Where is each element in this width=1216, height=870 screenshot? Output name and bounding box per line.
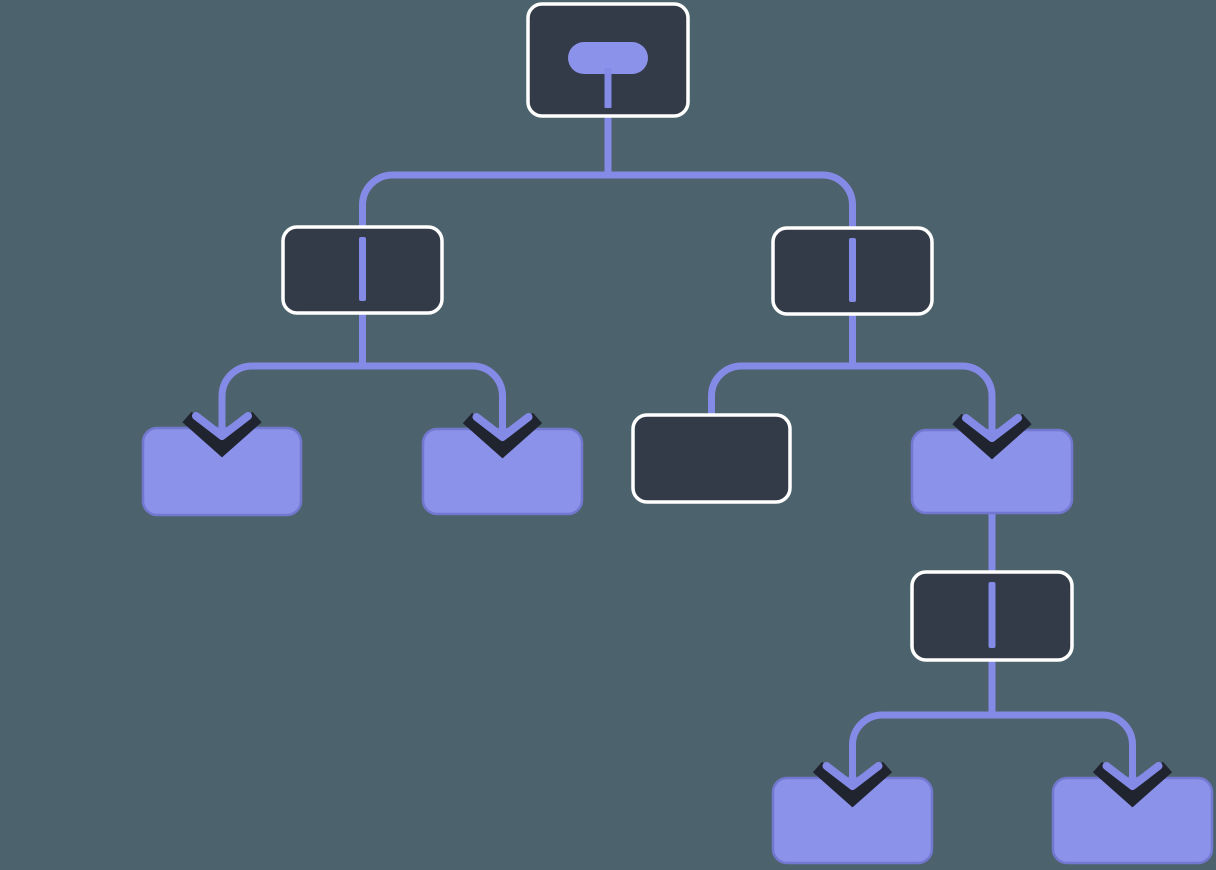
vertical-line-decoration xyxy=(359,237,366,301)
arrow-chevron-purple xyxy=(1102,762,1163,790)
arrow-chevron-dark xyxy=(952,413,1032,460)
vertical-line-decoration xyxy=(849,238,856,302)
arrow-down-icon xyxy=(812,746,893,808)
edge-root-branch-right xyxy=(604,116,856,230)
arrow-chevron-dark xyxy=(812,761,893,808)
node-box-dark[interactable] xyxy=(631,413,792,504)
arrow-down-icon xyxy=(182,396,262,458)
arrow-chevron-dark xyxy=(182,411,262,458)
arrow-chevron-dark xyxy=(1092,761,1173,808)
arrow-chevron-purple xyxy=(472,413,533,441)
arrow-down-icon xyxy=(462,397,543,459)
node-branch-left[interactable] xyxy=(281,225,444,315)
edge-layer xyxy=(218,116,1136,784)
edge-root-branch-left xyxy=(359,116,612,229)
node-branch-lower[interactable] xyxy=(910,570,1074,662)
arrow-chevron-purple xyxy=(192,412,252,440)
arrow-chevron-purple xyxy=(962,414,1022,442)
node-node-mid[interactable] xyxy=(631,413,792,504)
pill-stem-icon xyxy=(604,68,612,108)
edge-branch-lower-leaf-5 xyxy=(988,660,1136,784)
node-branch-right[interactable] xyxy=(771,226,934,316)
arrow-down-icon xyxy=(1092,746,1173,808)
edge-branch-left-leaf-1 xyxy=(218,313,366,434)
node-layer xyxy=(141,2,1214,865)
node-root[interactable] xyxy=(526,2,690,118)
arrow-down-icon xyxy=(952,398,1032,460)
edge-branch-right-node-mid xyxy=(708,314,856,417)
edge-branch-lower-leaf-4 xyxy=(849,660,996,784)
edge-branch-right-leaf-3 xyxy=(849,314,996,436)
arrow-chevron-dark xyxy=(462,412,543,459)
arrow-layer xyxy=(182,396,1173,808)
edge-branch-left-leaf-2 xyxy=(359,313,506,435)
arrow-chevron-purple xyxy=(822,762,883,790)
pill-icon xyxy=(568,42,648,74)
vertical-line-decoration xyxy=(988,582,996,648)
